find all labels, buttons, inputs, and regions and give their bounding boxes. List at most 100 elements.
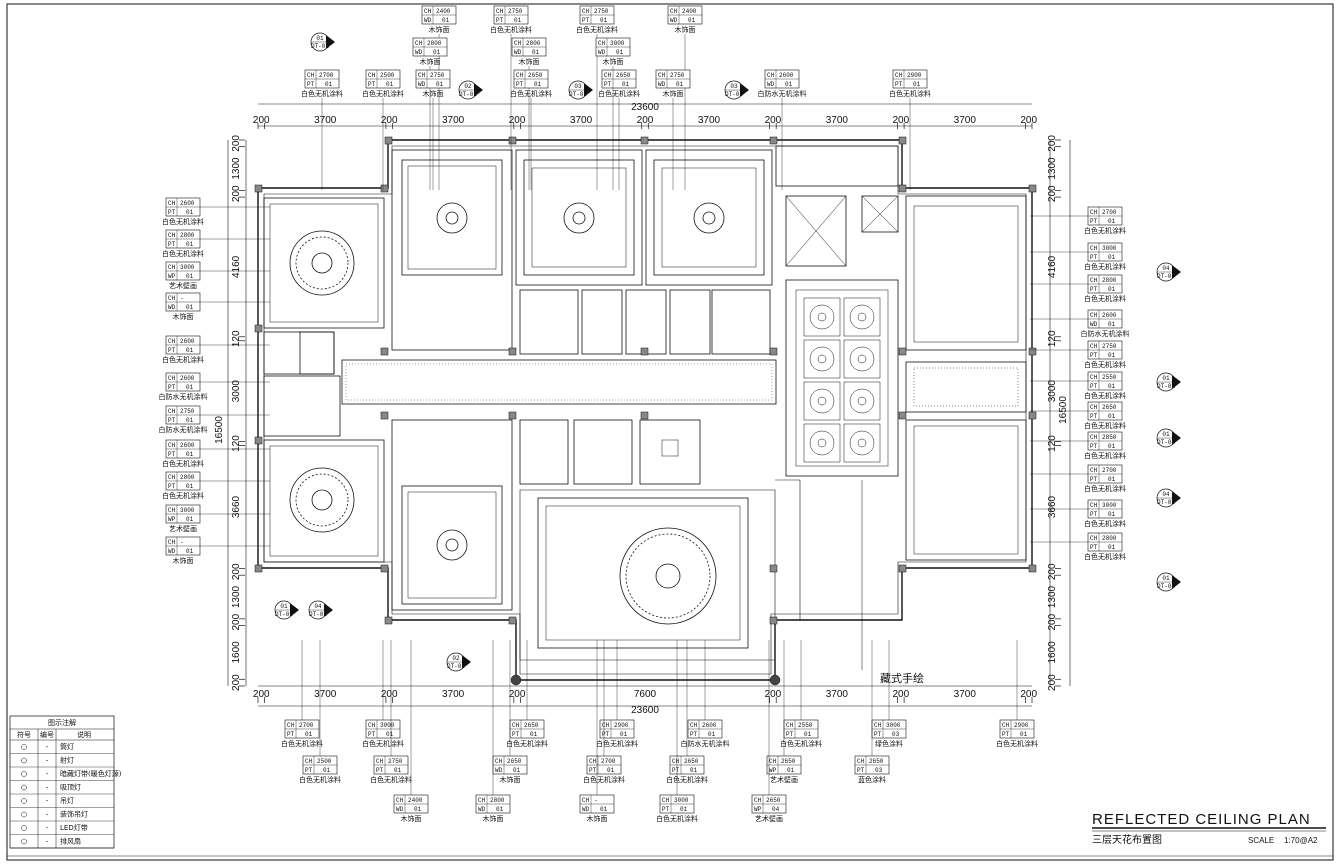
- tag-number: 01: [1020, 731, 1028, 738]
- dim-segment-label: 120: [231, 435, 242, 452]
- tag-code: WD: [168, 304, 176, 311]
- structural-column: [254, 564, 263, 573]
- legend-header-desc: 说明: [77, 730, 91, 739]
- tag-material-note: 白色无机涂料: [780, 739, 822, 748]
- lattice-cell: [843, 381, 881, 421]
- tag-code: PT: [168, 209, 176, 216]
- tag-ch-label: CH: [672, 758, 680, 765]
- tag-material-note: 白防水无机涂料: [681, 739, 730, 748]
- tag-code: PT: [496, 17, 504, 24]
- floor-plan: [254, 136, 1037, 686]
- tag-number: 01: [708, 731, 716, 738]
- tag-ch-value: 2800: [1102, 277, 1117, 284]
- tag-ch-label: CH: [514, 40, 522, 47]
- tag-material-note: 白色无机涂料: [576, 25, 618, 34]
- dim-segment-label: 200: [1047, 135, 1058, 152]
- lattice-circle: [809, 430, 835, 456]
- tag-material-note: 木饰面: [603, 57, 624, 66]
- dim-segment-label: 3700: [698, 115, 721, 126]
- tag-material-note: 木饰面: [423, 89, 444, 98]
- tag-material-note: 木饰面: [519, 57, 540, 66]
- tag-ch-value: 3000: [610, 40, 625, 47]
- tag-ch-value: 2650: [507, 758, 522, 765]
- legend-code: -: [46, 797, 49, 805]
- tag-code: PT: [895, 81, 903, 88]
- section-reference: DT-03: [569, 91, 587, 98]
- tag-number: 01: [534, 81, 542, 88]
- tag-code: PT: [604, 81, 612, 88]
- tag-code: PT: [376, 767, 384, 774]
- tag-ch-label: CH: [1090, 467, 1098, 474]
- legend-symbol-icon: [21, 798, 27, 804]
- lattice-circle-inner: [857, 438, 867, 448]
- tag-ch-label: CH: [168, 539, 176, 546]
- dim-segment-label: 200: [509, 689, 526, 700]
- tag-number: 01: [1108, 544, 1116, 551]
- tag-code: WD: [424, 17, 432, 24]
- tag-ch-label: CH: [168, 232, 176, 239]
- tag-ch-value: 2900: [614, 722, 629, 729]
- lattice-circle-inner: [817, 354, 827, 364]
- dim-segment-label: 4160: [1047, 255, 1058, 278]
- tag-material-note: 白色无机涂料: [583, 775, 625, 784]
- tag-material-note: 白色无机涂料: [162, 217, 204, 226]
- tag-ch-label: CH: [376, 758, 384, 765]
- dim-segment-label: 200: [892, 689, 909, 700]
- tag-code: PT: [168, 483, 176, 490]
- tag-number: 01: [433, 49, 441, 56]
- dim-segment-label: 3700: [826, 689, 849, 700]
- legend-symbol-icon: [21, 825, 27, 831]
- tag-code: WD: [1090, 321, 1098, 328]
- legend-code: -: [46, 811, 49, 819]
- tag-material-note: 木饰面: [500, 775, 521, 784]
- column-round: [769, 674, 781, 686]
- tag-ch-label: CH: [670, 8, 678, 15]
- dim-segment-label: 120: [231, 330, 242, 347]
- tag-ch-label: CH: [168, 507, 176, 514]
- tag-number: 01: [186, 483, 194, 490]
- tag-number: 01: [676, 81, 684, 88]
- tag-ch-value: 2600: [180, 442, 195, 449]
- legend-description: 装饰吊灯: [60, 810, 88, 819]
- tag-ch-value: 2700: [319, 72, 334, 79]
- dim-segment-label: 3700: [954, 689, 977, 700]
- tag-material-note: 白色无机涂料: [510, 89, 552, 98]
- tag-number: 01: [622, 81, 630, 88]
- lattice-circle: [849, 430, 875, 456]
- tag-number: 01: [532, 49, 540, 56]
- title-block: REFLECTED CEILING PLAN 三层天花布置图 SCALE 1:7…: [1092, 811, 1326, 846]
- tag-ch-value: 3000: [1102, 502, 1117, 509]
- tag-code: WD: [670, 17, 678, 24]
- dim-segment-label: 3700: [570, 115, 593, 126]
- tag-ch-label: CH: [1090, 343, 1098, 350]
- dim-segment-label: 200: [253, 115, 270, 126]
- dim-segment-label: 1600: [1047, 641, 1058, 664]
- tag-material-note: 白色无机涂料: [162, 491, 204, 500]
- tag-ch-label: CH: [582, 8, 590, 15]
- dim-segment-label: 1300: [231, 157, 242, 180]
- tag-material-note: 白色无机涂料: [1084, 451, 1126, 460]
- dim-segment-label: 200: [765, 689, 782, 700]
- structural-column: [384, 136, 393, 145]
- tag-ch-label: CH: [1090, 374, 1098, 381]
- tag-ch-value: 2600: [1102, 312, 1117, 319]
- tag-ch-label: CH: [424, 8, 432, 15]
- tag-material-note: 艺术壁画: [169, 524, 197, 533]
- tag-ch-label: CH: [305, 758, 313, 765]
